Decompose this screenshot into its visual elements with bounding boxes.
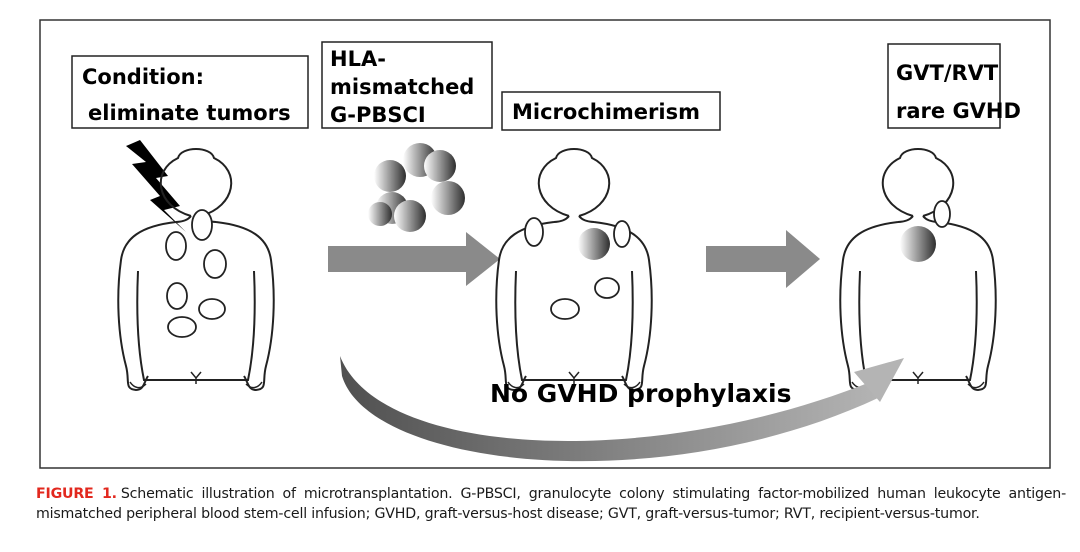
lightning-icon xyxy=(126,140,186,232)
arrow-infusion xyxy=(328,232,500,286)
hla-line3: G-PBSCI xyxy=(330,103,426,127)
caption-label: FIGURE 1. xyxy=(36,486,117,502)
prophylaxis-label: No GVHD prophylaxis xyxy=(490,379,791,408)
gvt-box: GVT/RVT rare GVHD xyxy=(887,43,1021,129)
gvt-line1: GVT/RVT xyxy=(896,61,999,85)
hla-line2: mismatched xyxy=(330,75,474,99)
donor-cells-icon xyxy=(368,143,465,232)
arrow-direct-curve xyxy=(340,356,904,462)
arrow-outcome xyxy=(706,230,820,288)
patient-figure-before xyxy=(117,148,275,391)
microchimerism-cells xyxy=(524,217,631,320)
tumor-icons xyxy=(165,209,227,338)
microchimerism-box: Microchimerism xyxy=(501,91,721,131)
hla-line1: HLA- xyxy=(330,47,386,71)
patient-figure-microchimerism xyxy=(495,148,653,391)
condition-line1: Condition: xyxy=(82,65,204,89)
microchimerism-label: Microchimerism xyxy=(512,100,700,124)
hla-box: HLA- mismatched G-PBSCI xyxy=(321,41,493,129)
caption-text: Schematic illustration of microtransplan… xyxy=(36,486,1066,522)
figure-frame xyxy=(39,19,1051,469)
condition-line2: eliminate tumors xyxy=(88,101,291,125)
outcome-cells xyxy=(900,200,951,262)
gvt-line2: rare GVHD xyxy=(896,99,1021,123)
patient-figure-after xyxy=(839,148,997,391)
figure-caption: FIGURE 1.Schematic illustration of micro… xyxy=(36,484,1066,524)
condition-box: Condition: eliminate tumors xyxy=(71,55,309,129)
